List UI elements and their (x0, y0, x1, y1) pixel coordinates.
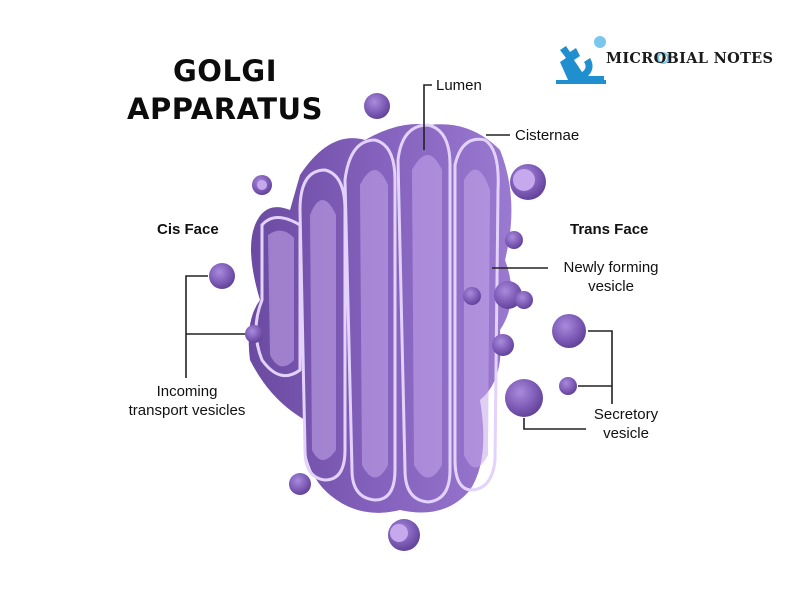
label-trans-face: Trans Face (570, 221, 649, 238)
secretory-vesicle (505, 379, 543, 417)
vesicle-lumen (390, 524, 408, 542)
incoming-line2: transport vesicles (128, 402, 246, 419)
newly-forming-line1: Newly forming (563, 259, 659, 276)
vesicle-lumen (257, 180, 267, 190)
vesicle (364, 93, 390, 119)
vesicle (289, 473, 311, 495)
label-incoming-transport-vesicles: Incoming transport vesicles (112, 382, 262, 420)
cisternae-ridges (254, 123, 500, 504)
label-secretory-vesicle: Secretory vesicle (578, 405, 674, 443)
vesicle (492, 334, 514, 356)
vesicle (463, 287, 481, 305)
forming-vesicle (494, 281, 522, 309)
label-lumen: Lumen (436, 77, 482, 94)
brand-name: MICROBIAL NOTES (606, 50, 774, 67)
vesicle (515, 291, 533, 309)
leader-lines (185, 84, 613, 430)
microbial-notes-logo (556, 36, 669, 84)
golgi-body (248, 123, 512, 513)
vesicles (209, 93, 586, 551)
secretory-vesicle (552, 314, 586, 348)
vesicle (505, 231, 523, 249)
secretory-line2: vesicle (603, 425, 649, 442)
label-newly-forming-vesicle: Newly forming vesicle (552, 258, 670, 296)
secretory-line1: Secretory (593, 406, 659, 423)
secretory-leader-top (588, 330, 613, 404)
incoming-vesicle (245, 325, 263, 343)
secretory-vesicle (559, 377, 577, 395)
newly-forming-line2: vesicle (588, 278, 634, 295)
vesicle-lumen (513, 169, 535, 191)
lumen-leader (423, 84, 432, 150)
incoming-leader-top (185, 275, 208, 378)
title-line1: GOLGI (172, 54, 278, 88)
microscope-icon (560, 46, 604, 80)
title-line2: APPARATUS (127, 92, 323, 126)
incoming-line1: Incoming (156, 383, 218, 400)
secretory-leader-bottom (523, 418, 586, 430)
label-cisternae: Cisternae (515, 127, 580, 144)
incoming-vesicle (209, 263, 235, 289)
logo-o-icon (657, 52, 669, 64)
label-cis-face: Cis Face (157, 221, 219, 238)
logo-accent-icon (594, 36, 606, 48)
microscope-base (556, 80, 606, 84)
cisternae-highlights (268, 155, 490, 478)
page-title: GOLGI APPARATUS (120, 52, 330, 128)
